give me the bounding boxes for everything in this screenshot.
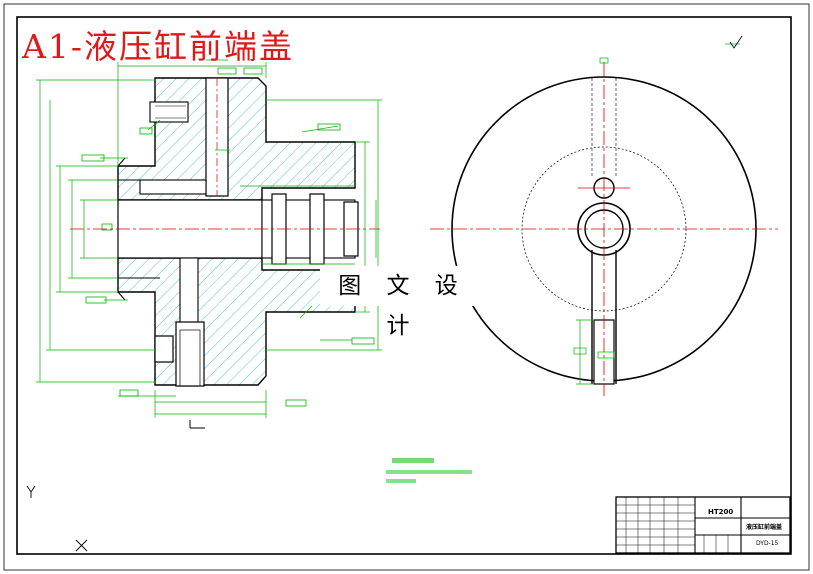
ucs-y-axis-icon: [26, 485, 36, 498]
technical-requirements: [386, 458, 472, 483]
title-block: [615, 496, 791, 554]
tapped-hole-top: [149, 101, 189, 123]
section-dimensions: [36, 59, 382, 418]
ucs-x-cross-icon: [75, 539, 88, 552]
front-dimensions: [573, 43, 740, 385]
title-block-part-name: 液压缸前端盖: [746, 524, 783, 531]
roughness-symbol: [729, 35, 743, 49]
plug-bottom-left: [154, 335, 174, 363]
drawing-frame: [16, 16, 792, 555]
drawing-title: A1-液压缸前端盖: [22, 27, 294, 66]
title-block-material: HT200: [708, 508, 734, 516]
bottom-port: [175, 321, 205, 387]
watermark-label: 图 文 设 计: [320, 266, 485, 339]
oil-hole-horizontal: [139, 179, 207, 195]
title-block-drawing-no: DYD-15: [756, 540, 779, 547]
front-view: [430, 62, 778, 396]
section-view: [70, 77, 380, 387]
section-reference-mark: [189, 420, 205, 429]
radial-slot: [591, 250, 617, 384]
sheet-border: [3, 3, 810, 571]
dimension-labels: [81, 67, 375, 407]
